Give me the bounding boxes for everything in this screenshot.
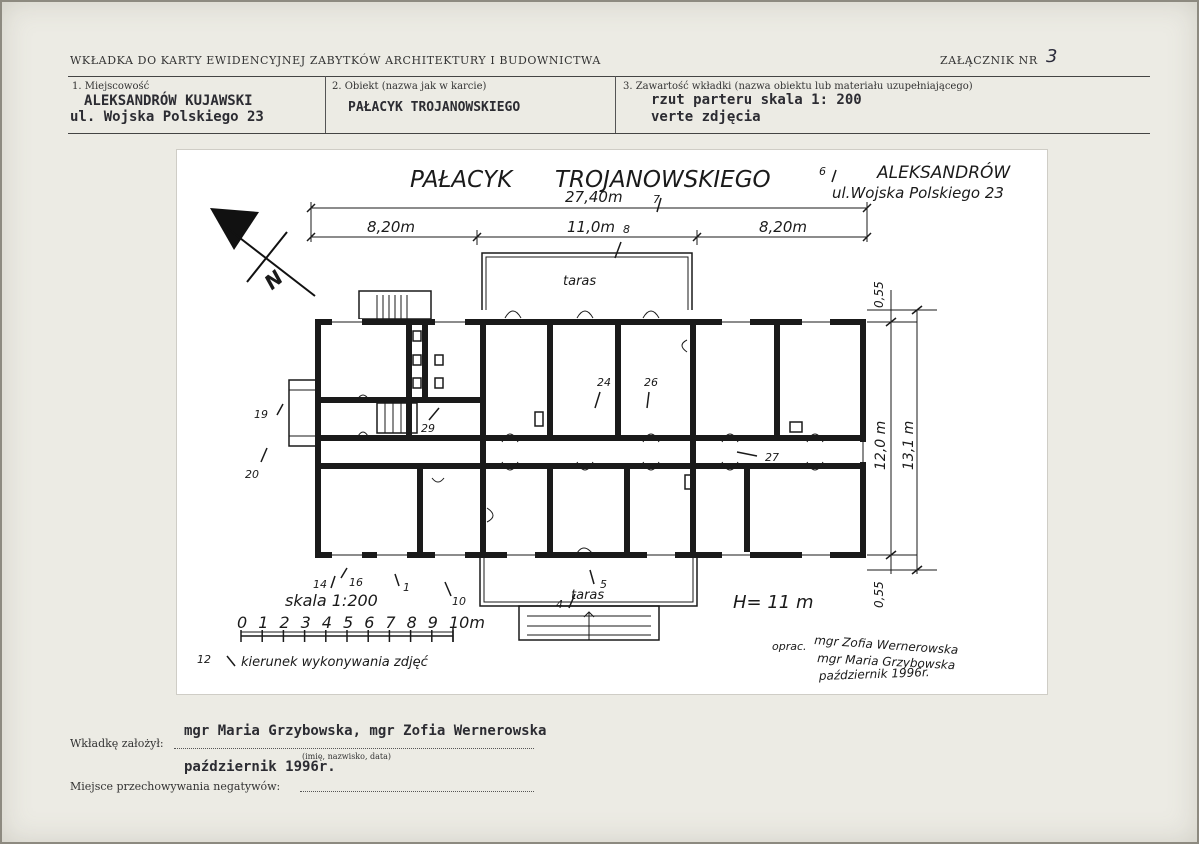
floor-plan-drawing: PAŁACYK TROJANOWSKIEGO ALEKSANDRÓW ul.Wo…: [177, 150, 1047, 694]
scale-tick-label: 6: [364, 613, 374, 632]
photo-point-8-marker: [614, 241, 622, 259]
field-divider-2: [615, 76, 616, 133]
object-value: PAŁACYK TROJANOWSKIEGO: [348, 100, 521, 115]
negatives-dotted-line: [300, 791, 534, 792]
founder-hint: (imię, nazwisko, data): [302, 752, 392, 761]
object-label: 2. Obiekt (nazwa jak w karcie): [332, 81, 487, 92]
attachment-number: 3: [1046, 46, 1058, 67]
floor-plan-svg: PAŁACYK TROJANOWSKIEGO ALEKSANDRÓW ul.Wo…: [197, 161, 1011, 683]
founder-label: Wkładkę założył:: [70, 737, 164, 750]
photo-point-16: 16: [349, 576, 363, 589]
scale-tick-label: 2: [279, 613, 289, 632]
drawing-title-right: TROJANOWSKIEGO: [555, 167, 771, 193]
legend-text: kierunek wykonywania zdjęć: [241, 655, 429, 670]
lower-terrace: [479, 555, 698, 641]
founder-dotted-line: [174, 748, 534, 749]
scale-tick-label: 8: [407, 613, 417, 632]
author-date: październik 1996r.: [818, 665, 930, 683]
author-prefix: oprac.: [772, 640, 807, 653]
photo-point-1: 1: [403, 581, 410, 594]
photo-point-27: 27: [765, 451, 779, 464]
depth-outer-label: 13,1 m: [901, 421, 917, 470]
terrace-bottom-label: taras: [571, 588, 604, 603]
photo-point-29: 29: [421, 422, 435, 435]
content-label: 3. Zawartość wkładki (nazwa obiektu lub …: [623, 81, 973, 92]
legend-marker: [226, 655, 236, 667]
height-label: H= 11 m: [733, 592, 814, 613]
north-arrow: N: [210, 208, 316, 297]
dim-seg-mid: 11,0m: [567, 218, 615, 236]
photo-point-4: 4: [556, 598, 563, 611]
north-label: N: [260, 265, 288, 294]
photo-point-19: 19: [254, 408, 268, 421]
negatives-label: Miejsce przechowywania negatywów:: [70, 780, 281, 793]
photo-point-6-label: 6: [819, 165, 826, 178]
scale-tick-label: 4: [322, 613, 332, 632]
drawing-title-left: PAŁACYK: [410, 167, 514, 193]
dim-total-width: 27,40m: [565, 188, 623, 206]
windows: [332, 319, 866, 558]
photo-point-14: 14: [313, 578, 327, 591]
scale-tick-label: 5: [343, 613, 353, 632]
depth-dimension: [867, 290, 937, 575]
photo-point-20: 20: [245, 468, 259, 481]
locality-value-line2: ul. Wojska Polskiego 23: [70, 109, 264, 125]
locality-label: 1. Miejscowość: [72, 81, 150, 92]
content-value-line1: rzut parteru skala 1: 200: [651, 92, 862, 108]
header-rule: [68, 76, 1150, 77]
doors: [356, 310, 824, 558]
terrace-top-label: taras: [563, 274, 596, 289]
photo-point-7-label: 7: [653, 193, 660, 206]
fields-bottom-rule: [68, 133, 1150, 134]
field-divider-1: [325, 76, 326, 133]
photo-point-6-marker: [831, 169, 837, 183]
founder-value: mgr Maria Grzybowska, mgr Zofia Wernerow…: [184, 723, 547, 739]
margin-top-label: 0,55: [872, 281, 886, 308]
scale-tick-label: 3: [301, 613, 311, 632]
photo-point-8-label: 8: [623, 223, 630, 236]
photo-point-26: 26: [644, 376, 658, 389]
drawing-place-line1: ALEKSANDRÓW: [876, 161, 1011, 183]
scale-tick-label: 0: [237, 613, 247, 632]
photo-points: 24 26 29 27 19 20 14 16 1 10 5: [245, 376, 779, 611]
photo-point-10: 10: [452, 595, 466, 608]
stairs-top-left: [358, 290, 432, 320]
depth-inner-label: 12,0 m: [873, 421, 889, 470]
photo-point-24: 24: [597, 376, 611, 389]
photo-point-5: 5: [600, 578, 607, 591]
scale-tick-label: 9: [428, 613, 438, 632]
dim-seg-left: 8,20m: [367, 218, 415, 236]
scale-tick-label: 10m: [449, 613, 485, 632]
dimension-lines: [306, 202, 872, 245]
locality-value-line1: ALEKSANDRÓW KUJAWSKI: [84, 93, 253, 109]
header-title: WKŁADKA DO KARTY EWIDENCYJNEJ ZABYTKÓW A…: [70, 54, 601, 67]
fixtures: [288, 330, 803, 490]
main-walls: [315, 319, 866, 558]
scale-tick-label: 7: [385, 613, 396, 632]
margin-bottom-label: 0,55: [872, 581, 886, 608]
content-value-line2: verte zdjęcia: [651, 109, 761, 125]
attachment-label: ZAŁĄCZNIK NR: [940, 54, 1038, 67]
scale-label: skala 1:200: [285, 591, 378, 610]
legend-number: 12: [197, 653, 211, 666]
dim-seg-right: 8,20m: [759, 218, 807, 236]
scale-tick-label: 1: [258, 613, 268, 632]
photo-point-7-marker: [656, 197, 662, 213]
drawing-place-line2: ul.Wojska Polskiego 23: [832, 184, 1004, 202]
upper-terrace: [481, 252, 693, 310]
date-value: październik 1996r.: [184, 759, 336, 775]
